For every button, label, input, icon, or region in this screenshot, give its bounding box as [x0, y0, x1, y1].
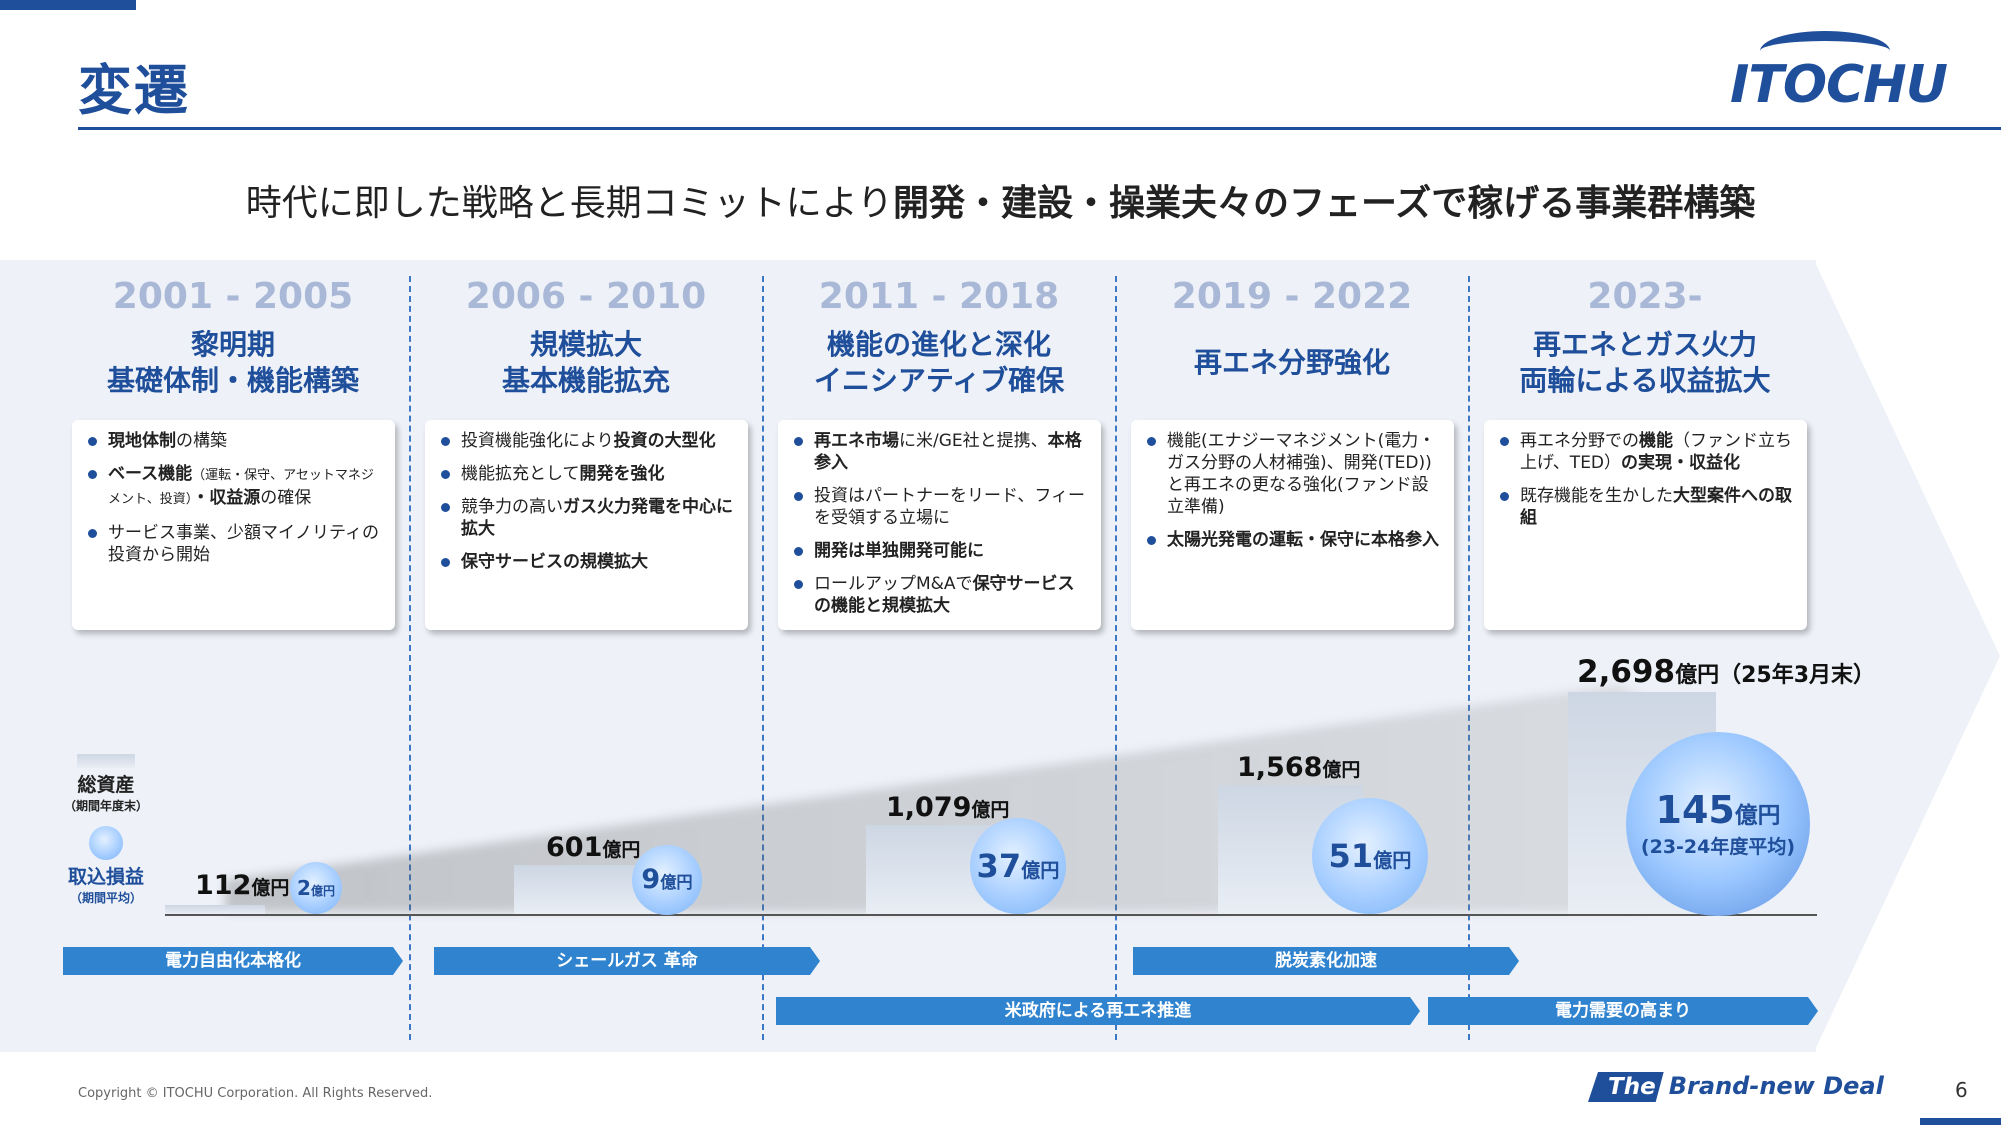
headline-bold: 開発・建設・操業夫々のフェーズで稼げる事業群構築	[893, 183, 1756, 224]
trend-arrow: 米政府による再エネ推進	[776, 997, 1420, 1025]
period-header: 2001 - 2005 黎明期基礎体制・機能構築	[68, 276, 398, 399]
bottom-accent-bar	[1920, 1118, 2001, 1125]
legend-assets-label: 総資産	[77, 774, 135, 796]
period-phase: 再エネとガス火力両輪による収益拡大	[1480, 327, 1810, 399]
trend-arrow: 電力自由化本格化	[63, 947, 403, 975]
income-circle: 51億円	[1312, 798, 1428, 914]
card-bullet: 機能拡充として開発を強化	[439, 463, 736, 485]
card-bullet: 機能(エナジーマネジメント(電力・ガス分野の人材補強)、開発(TED))と再エネ…	[1145, 430, 1442, 518]
income-circle: 145億円 (23-24年度平均)	[1626, 732, 1810, 916]
period-divider	[762, 276, 764, 1040]
period-card: 再エネ分野での機能（ファンド立ち上げ、TED）の実現・収益化 既存機能を生かした…	[1484, 420, 1807, 630]
assets-amount: 1,079億円	[886, 792, 1010, 823]
card-bullet: 投資はパートナーをリード、フィーを受領する立場に	[792, 485, 1089, 529]
logo-text: ITOCHU	[1730, 55, 1948, 115]
chart-baseline	[165, 914, 1817, 916]
brand-the: The	[1588, 1072, 1664, 1102]
page-number: 6	[1955, 1078, 1968, 1102]
card-bullet: 既存機能を生かした大型案件への取組	[1498, 485, 1795, 529]
logo-arc-icon	[1760, 31, 1890, 71]
brand-slogan: The Brand-new Deal	[1588, 1072, 1884, 1102]
card-bullet: ベース機能（運転・保守、アセットマネジメント、投資）・収益源の確保	[86, 463, 383, 511]
timeline-arrow-head	[1814, 260, 2000, 1052]
phase-line1: 規模拡大	[529, 328, 642, 361]
copyright: Copyright © ITOCHU Corporation. All Righ…	[78, 1086, 433, 1101]
card-bullet: 保守サービスの規模拡大	[439, 551, 736, 573]
phase-line1: 再エネとガス火力	[1532, 328, 1757, 361]
phase-line1: 機能の進化と深化	[826, 328, 1051, 361]
period-years: 2001 - 2005	[112, 276, 354, 317]
income-circle: 9億円	[632, 845, 702, 915]
title-divider	[78, 127, 2001, 130]
itochu-logo: ITOCHU	[1730, 25, 1948, 115]
phase-line2: イニシアティブ確保	[813, 364, 1065, 397]
period-card: 機能(エナジーマネジメント(電力・ガス分野の人材補強)、開発(TED))と再エネ…	[1131, 420, 1454, 630]
period-header: 2006 - 2010 規模拡大基本機能拡充	[421, 276, 751, 399]
headline-normal: 時代に即した戦略と長期コミットにより	[245, 183, 894, 224]
period-card: 再エネ市場に米/GE社と提携、本格参入 投資はパートナーをリード、フィーを受領す…	[778, 420, 1101, 630]
legend-income-sub: （期間平均）	[69, 891, 142, 905]
trend-arrow: 脱炭素化加速	[1133, 947, 1519, 975]
card-bullet: 開発は単独開発可能に	[792, 540, 1089, 562]
period-divider	[409, 276, 411, 1040]
period-phase: 機能の進化と深化イニシアティブ確保	[774, 327, 1104, 399]
trend-arrow: シェールガス 革命	[434, 947, 820, 975]
legend-income-label: 取込損益	[67, 866, 144, 888]
card-bullet: 太陽光発電の運転・保守に本格参入	[1145, 529, 1442, 551]
period-card: 現地体制の構築 ベース機能（運転・保守、アセットマネジメント、投資）・収益源の確…	[72, 420, 395, 630]
brand-rest: Brand-new Deal	[1668, 1072, 1884, 1100]
period-years: 2011 - 2018	[818, 276, 1060, 317]
headline: 時代に即した戦略と長期コミットにより開発・建設・操業夫々のフェーズで稼げる事業群…	[0, 174, 2001, 226]
income-circle: 2億円	[290, 862, 342, 914]
phase-line2: 両輪による収益拡大	[1519, 364, 1771, 397]
period-phase: 規模拡大基本機能拡充	[421, 327, 751, 399]
card-bullet: 現地体制の構築	[86, 430, 383, 452]
period-divider	[1115, 276, 1117, 1040]
period-header: 2023- 再エネとガス火力両輪による収益拡大	[1480, 276, 1810, 399]
card-bullet: 投資機能強化により投資の大型化	[439, 430, 736, 452]
period-years: 2023-	[1587, 276, 1703, 317]
assets-amount: 601億円	[546, 832, 641, 863]
assets-amount: 1,568億円	[1237, 752, 1361, 783]
card-bullet: 競争力の高いガス火力発電を中心に拡大	[439, 496, 736, 540]
assets-bar	[165, 905, 265, 914]
period-phase: 黎明期基礎体制・機能構築	[68, 327, 398, 399]
legend-income-swatch	[89, 826, 123, 860]
period-phase: 再エネ分野強化	[1193, 346, 1390, 379]
card-bullet: ロールアップM&Aで保守サービスの機能と規模拡大	[792, 573, 1089, 617]
legend-assets-swatch	[77, 754, 135, 768]
period-header: 2019 - 2022 再エネ分野強化	[1127, 276, 1457, 381]
phase-line2: 基本機能拡充	[501, 364, 670, 397]
timeline-band	[0, 260, 1816, 1052]
assets-amount: 112億円	[195, 870, 290, 901]
phase-line2: 基礎体制・機能構築	[106, 364, 359, 397]
top-accent-bar	[0, 0, 136, 10]
income-circle: 37億円	[970, 818, 1066, 914]
assets-amount: 2,698億円（25年3月末）	[1577, 654, 1876, 690]
phase-line1: 黎明期	[190, 328, 275, 361]
period-card: 投資機能強化により投資の大型化 機能拡充として開発を強化 競争力の高いガス火力発…	[425, 420, 748, 630]
legend-assets: 総資産 （期間年度末）	[50, 770, 162, 814]
period-header: 2011 - 2018 機能の進化と深化イニシアティブ確保	[774, 276, 1104, 399]
period-years: 2019 - 2022	[1171, 276, 1413, 317]
legend-assets-sub: （期間年度末）	[63, 799, 148, 813]
legend-income: 取込損益 （期間平均）	[50, 862, 162, 906]
card-bullet: 再エネ分野での機能（ファンド立ち上げ、TED）の実現・収益化	[1498, 430, 1795, 474]
card-bullet: サービス事業、少額マイノリティの投資から開始	[86, 522, 383, 566]
period-divider	[1468, 276, 1470, 1040]
trend-arrow: 電力需要の高まり	[1428, 997, 1818, 1025]
page-title: 変遷	[78, 59, 190, 122]
card-bullet: 再エネ市場に米/GE社と提携、本格参入	[792, 430, 1089, 474]
period-years: 2006 - 2010	[465, 276, 707, 317]
